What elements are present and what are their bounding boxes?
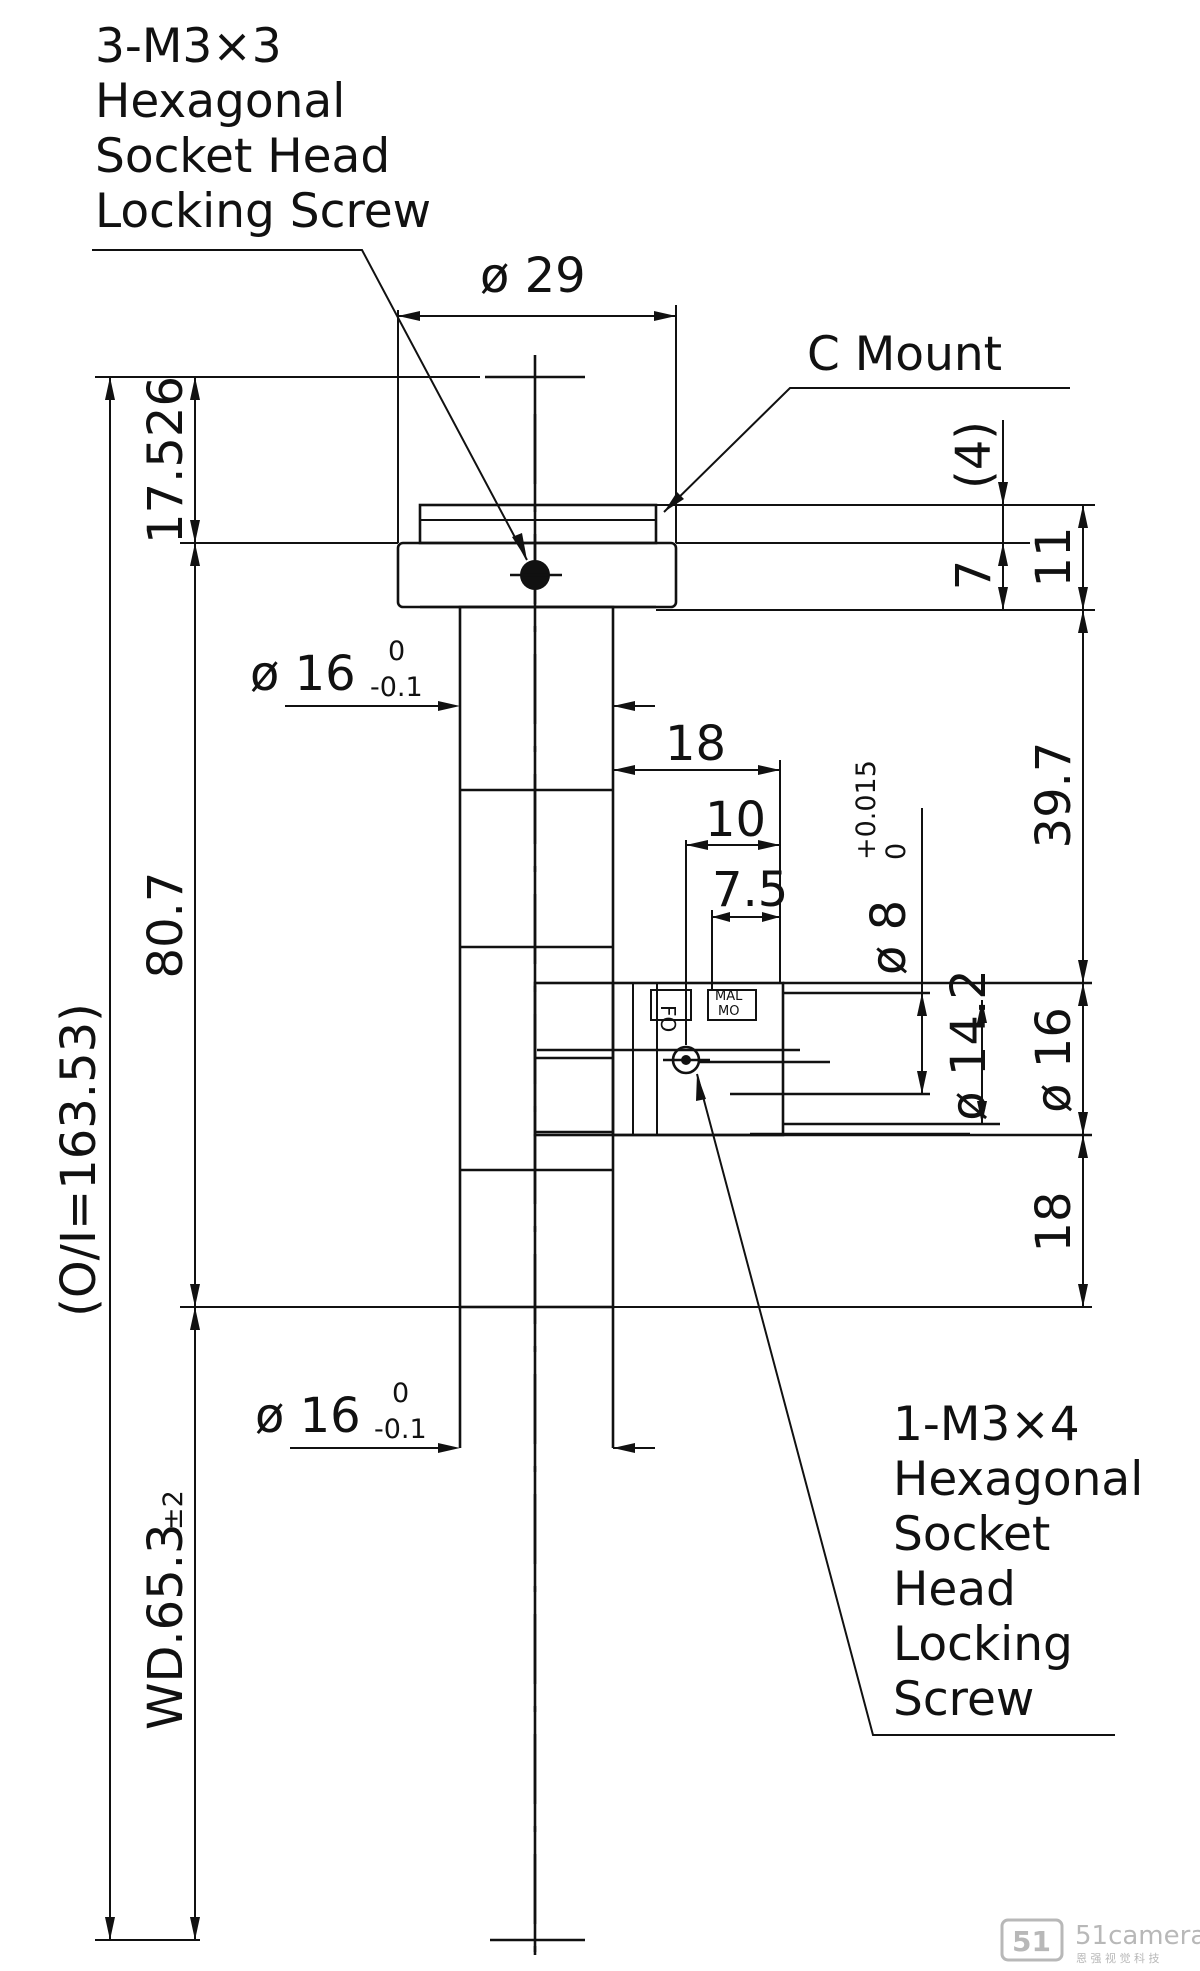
top-screw-line-4: Locking Screw <box>95 184 431 239</box>
dim-10: 10 <box>705 792 766 848</box>
dia-16-main-tol-lower: -0.1 <box>370 672 423 703</box>
watermark-logo: 51 <box>1012 1925 1051 1958</box>
dim-7-5: 7.5 <box>712 862 788 918</box>
mount-mark-2: MO <box>718 1004 739 1019</box>
c-mount-label: C Mount <box>807 327 1002 382</box>
watermark-sub: 恩 强 视 觉 科 技 <box>1076 1951 1159 1965</box>
side-screw-line-5: Locking <box>893 1617 1073 1672</box>
dim-dia-8-tol-lower: 0 <box>881 843 912 860</box>
dia-29-label: ø 29 <box>480 248 586 304</box>
dimension-lines <box>92 249 1115 1941</box>
watermark: 51 51camera 恩 强 视 觉 科 技 <box>1000 1918 1200 1965</box>
dim-39-7: 39.7 <box>1026 742 1082 849</box>
dim-wd-value: WD.65.3 <box>138 1523 194 1730</box>
side-screw-note: 1-M3×4 Hexagonal Socket Head Locking Scr… <box>893 1397 1143 1727</box>
dim-17-526: 17.526 <box>138 376 194 544</box>
lens-body: FO MAL MO <box>396 503 1092 1448</box>
dim-dia-8-value: ø 8 <box>861 900 917 975</box>
side-screw-line-3: Socket <box>893 1507 1050 1562</box>
dim-dia-8-tol-upper: +0.015 <box>851 760 882 860</box>
top-screw-note: 3-M3×3 Hexagonal Socket Head Locking Scr… <box>95 19 431 239</box>
dim-wd: WD.65.3 ±2 <box>138 1490 194 1730</box>
side-screw-line-4: Head <box>893 1562 1016 1617</box>
dim-18-side: 18 <box>1026 1191 1082 1252</box>
side-screw-line-6: Screw <box>893 1672 1034 1727</box>
dim-dia-8: ø 8 +0.015 0 <box>851 760 917 975</box>
dim-wd-tol: ±2 <box>158 1490 189 1530</box>
top-screw-line-2: Hexagonal <box>95 74 345 129</box>
dim-80-7: 80.7 <box>138 872 194 979</box>
dim-oi: (O/I=163.53) <box>51 1003 107 1317</box>
dim-dia-16-lower: ø 16 0 -0.1 <box>255 1378 427 1445</box>
dia-16-lower-value: ø 16 <box>255 1388 361 1444</box>
dim-dia-16-main: ø 16 0 -0.1 <box>250 636 423 703</box>
mount-mark-1: MAL <box>715 989 743 1004</box>
watermark-brand: 51camera <box>1075 1921 1200 1951</box>
dia-16-lower-tol-lower: -0.1 <box>374 1414 427 1445</box>
focus-mark: FO <box>656 1005 680 1032</box>
dim-18-top: 18 <box>665 716 726 772</box>
watermark-logo-icon <box>1000 1918 1064 1962</box>
dim-dia-16-side: ø 16 <box>1026 1007 1082 1113</box>
dia-16-main-value: ø 16 <box>250 646 356 702</box>
dim-7: 7 <box>946 560 1002 591</box>
dim-4: (4) <box>946 421 1002 489</box>
side-screw-line-1: 1-M3×4 <box>893 1397 1080 1452</box>
dim-11: 11 <box>1026 526 1082 587</box>
center-lines <box>485 355 800 1955</box>
dim-dia-14-2: ø 14.2 <box>941 969 997 1121</box>
top-screw-line-3: Socket Head <box>95 129 390 184</box>
dia-16-lower-tol-upper: 0 <box>392 1378 409 1409</box>
top-screw-line-1: 3-M3×3 <box>95 19 282 74</box>
side-screw-line-2: Hexagonal <box>893 1452 1143 1507</box>
dia-16-main-tol-upper: 0 <box>388 636 405 667</box>
